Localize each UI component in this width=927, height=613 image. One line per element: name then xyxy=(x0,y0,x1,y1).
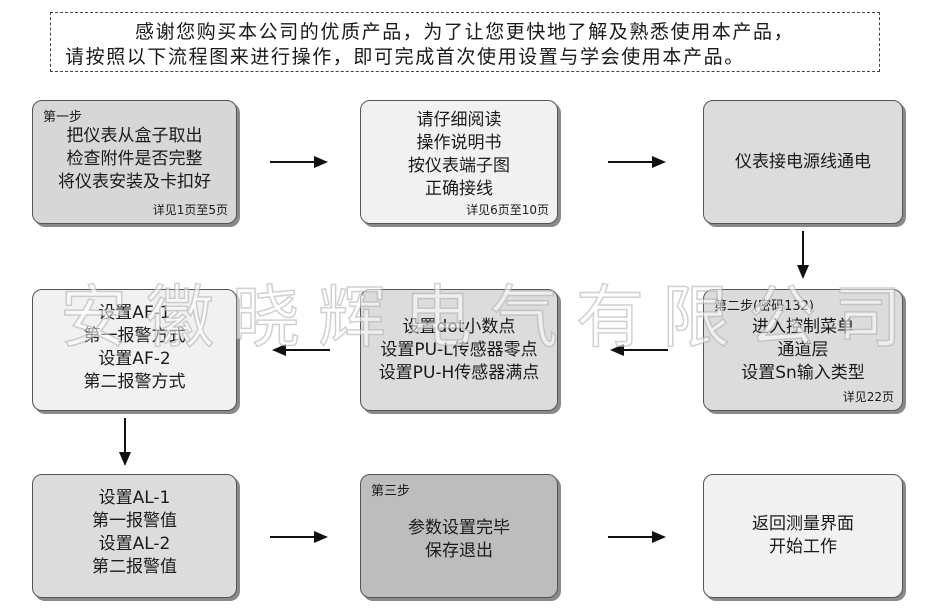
instruction-notice: 感谢您购买本公司的优质产品，为了让您更快地了解及熟悉使用本产品， 请按照以下流程… xyxy=(50,12,880,72)
box-line: 将仪表安装及卡扣好 xyxy=(58,172,211,192)
box-line: 第一报警方式 xyxy=(83,326,186,346)
box-line: 仪表接电源线通电 xyxy=(735,152,871,172)
box-line: 第二报警值 xyxy=(92,557,177,577)
flow-step-control-menu: 第二步(密码132) 进入控制菜单 通道层 设置Sn输入类型 详见22页 xyxy=(703,289,903,411)
flow-step-save-exit: 第三步 参数设置完毕 保存退出 xyxy=(360,474,558,598)
box-line: 操作说明书 xyxy=(416,133,502,153)
box-line: 设置Sn输入类型 xyxy=(741,363,865,383)
box-line: 按仪表端子图 xyxy=(408,156,510,176)
arrow-down-icon xyxy=(797,231,809,279)
notice-line-1: 感谢您购买本公司的优质产品，为了让您更快地了解及熟悉使用本产品， xyxy=(135,21,795,43)
box-line: 设置dot小数点 xyxy=(402,317,516,337)
box-line: 通道层 xyxy=(777,340,829,360)
flow-step-wiring: 请仔细阅读 操作说明书 按仪表端子图 正确接线 详见6页至10页 xyxy=(360,100,558,224)
box-line: 开始工作 xyxy=(769,537,837,557)
arrow-right-icon xyxy=(270,156,328,168)
box-line: 保存退出 xyxy=(425,541,493,561)
page-reference: 详见1页至5页 xyxy=(152,203,228,217)
box-line: 第二报警方式 xyxy=(83,372,186,392)
step-label: 第三步 xyxy=(371,484,411,499)
box-line: 检查附件是否完整 xyxy=(66,149,203,169)
arrow-right-icon xyxy=(608,156,666,168)
box-line: 设置AF-1 xyxy=(98,303,171,323)
arrow-left-icon xyxy=(610,344,668,356)
page-reference: 详见22页 xyxy=(842,390,894,404)
box-line: 把仪表从盒子取出 xyxy=(66,126,203,146)
flow-step-start-work: 返回测量界面 开始工作 xyxy=(703,474,903,598)
box-line: 设置PU-L传感器零点 xyxy=(380,340,538,360)
box-line: 返回测量界面 xyxy=(752,514,854,534)
arrow-down-icon xyxy=(119,418,131,466)
box-line: 设置AF-2 xyxy=(98,349,171,369)
arrow-right-icon xyxy=(608,531,666,543)
box-line: 参数设置完毕 xyxy=(408,518,510,538)
flow-step-power-on: 仪表接电源线通电 xyxy=(703,100,903,224)
box-line: 第一报警值 xyxy=(92,511,177,531)
page-reference: 详见6页至10页 xyxy=(466,203,549,217)
flow-step-alarm-modes: 设置AF-1 第一报警方式 设置AF-2 第二报警方式 xyxy=(32,289,237,411)
arrow-right-icon xyxy=(270,531,328,543)
notice-line-2: 请按照以下流程图来进行操作，即可完成首次使用设置与学会使用本产品。 xyxy=(65,46,745,68)
flow-step-sensor-range: 设置dot小数点 设置PU-L传感器零点 设置PU-H传感器满点 xyxy=(360,289,558,411)
flow-step-alarm-values: 设置AL-1 第一报警值 设置AL-2 第二报警值 xyxy=(32,474,237,598)
box-line: 设置PU-H传感器满点 xyxy=(378,363,540,383)
step-label: 第一步 xyxy=(43,110,83,125)
box-line: 设置AL-1 xyxy=(98,488,171,508)
box-line: 请仔细阅读 xyxy=(416,110,502,130)
box-line: 设置AL-2 xyxy=(98,534,171,554)
step-label: 第二步(密码132) xyxy=(714,299,814,314)
arrow-left-icon xyxy=(272,344,330,356)
flow-step-unpack-install: 第一步 把仪表从盒子取出 检查附件是否完整 将仪表安装及卡扣好 详见1页至5页 xyxy=(32,100,237,224)
box-line: 进入控制菜单 xyxy=(752,317,854,337)
box-line: 正确接线 xyxy=(425,179,493,199)
